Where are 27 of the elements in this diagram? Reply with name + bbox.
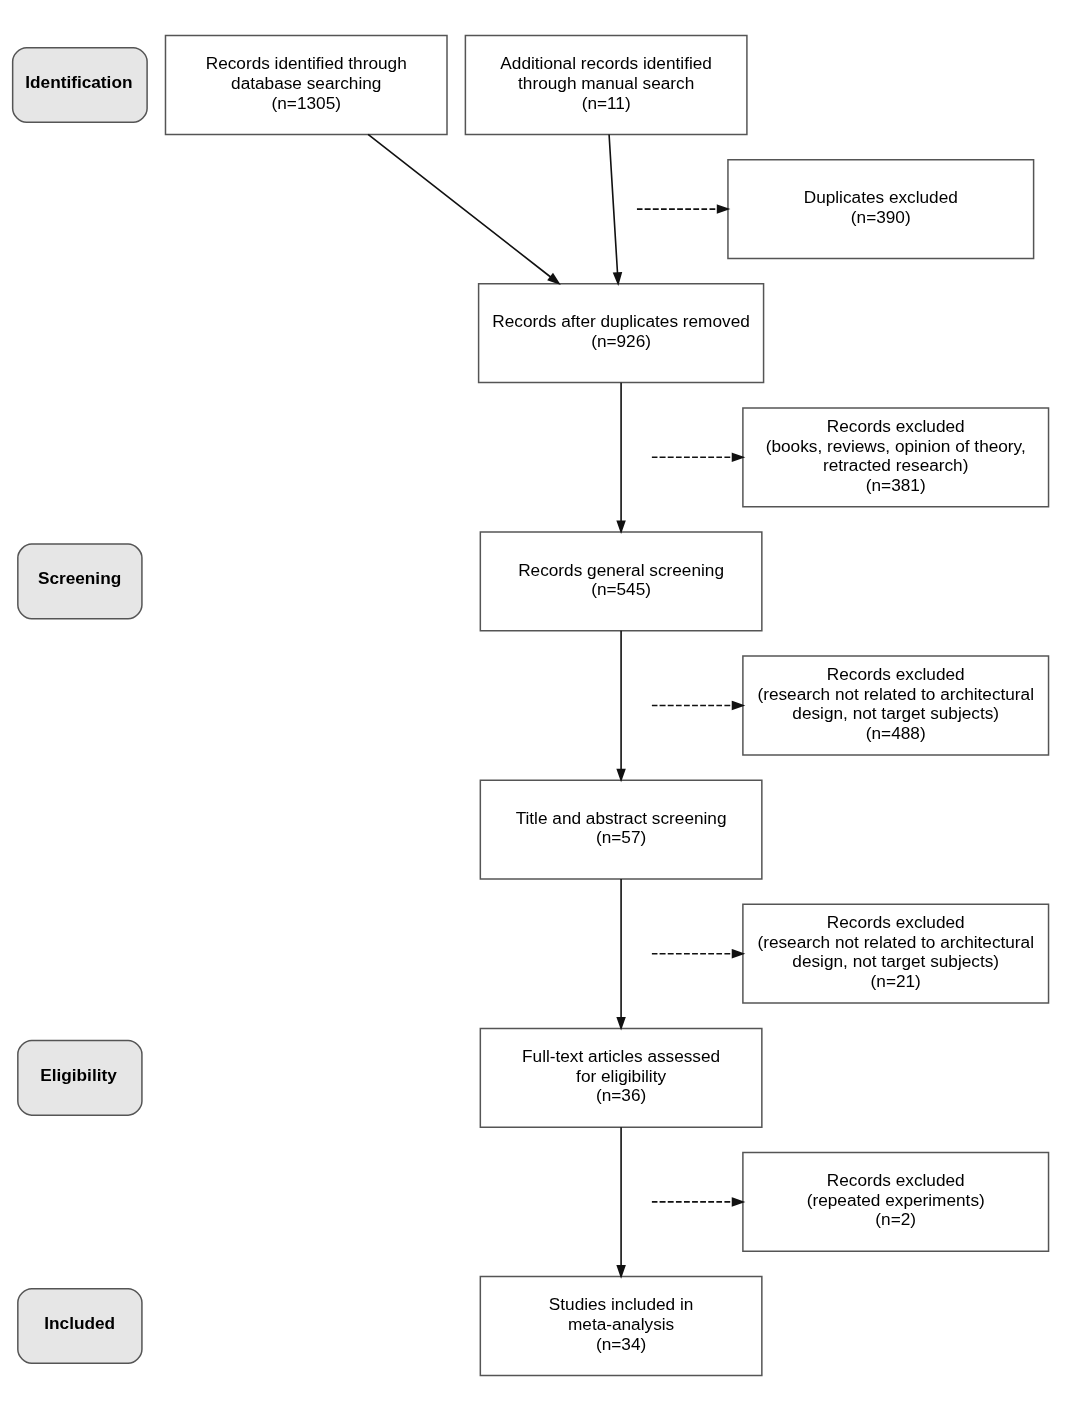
node-box: Identification: [11, 46, 148, 124]
node-box: Screening: [17, 543, 143, 620]
arrow: [616, 878, 626, 1031]
node-box: Full-text articles assessed for eligibility (n=36): [479, 1027, 763, 1128]
node-box: Title and abstract screening (n=57): [479, 779, 763, 880]
arrow: [651, 700, 746, 711]
arrow: [367, 133, 561, 285]
arrow: [651, 1197, 746, 1207]
node-box: Duplicates excluded (n=390): [727, 158, 1035, 260]
arrow: [651, 452, 746, 463]
arrow: [616, 1126, 626, 1279]
node-box: Records excluded (repeated experiments) (n=2): [742, 1151, 1050, 1253]
node-box: Records general screening (n=545): [479, 531, 763, 632]
arrow: [608, 133, 623, 286]
node-box: Studies included in meta-analysis (n=34): [479, 1275, 763, 1377]
node-box: Records excluded (books, reviews, opinion of theory, retracted research) (n=381): [742, 407, 1050, 508]
node-box: Eligibility: [17, 1039, 143, 1116]
arrow: [651, 948, 746, 959]
arrow: [616, 381, 626, 535]
node-box: Additional records identified through manual search (n=11): [464, 34, 748, 136]
arrow: [616, 630, 626, 783]
node-box: Records after duplicates removed (n=926): [477, 283, 765, 384]
node-box: Records excluded (research not related to architectural design, not target subjects) (n=21): [742, 903, 1050, 1004]
arrow: [636, 204, 731, 214]
node-box: Records excluded (research not related to architectural design, not target subjects) (n=488): [742, 655, 1050, 756]
node-box: Records identified through database searching (n=1305): [164, 34, 448, 136]
node-box: Included: [17, 1287, 143, 1365]
